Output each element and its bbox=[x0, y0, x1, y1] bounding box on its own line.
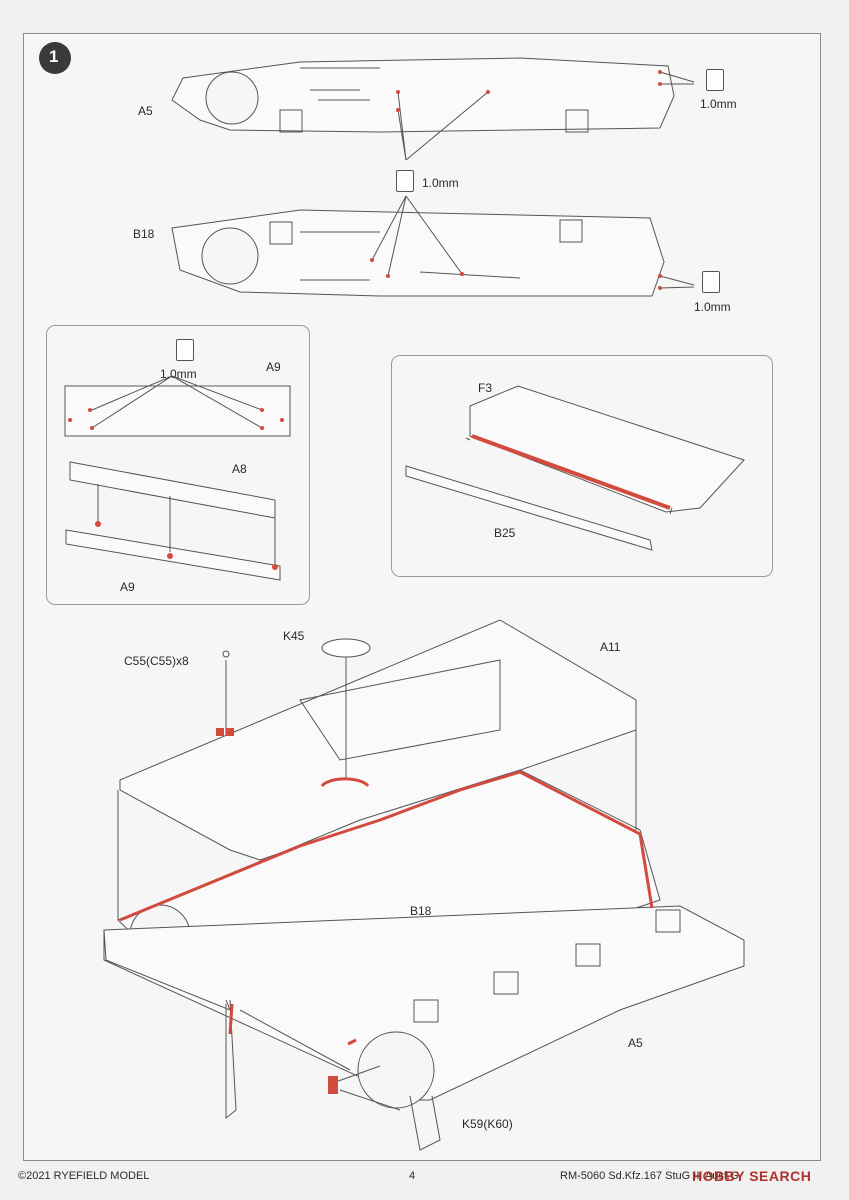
part-label-k45: K45 bbox=[283, 629, 305, 643]
kit-title: RM-5060 Sd.Kfz.167 StuG III Ausf.G bbox=[560, 1170, 739, 1182]
step-number: 1 bbox=[49, 47, 59, 66]
part-label-k59: K59(K60) bbox=[462, 1117, 513, 1131]
drill-icon bbox=[706, 69, 724, 91]
subassembly-panel-right bbox=[391, 355, 773, 577]
part-label-c55: C55(C55)x8 bbox=[124, 654, 189, 668]
part-label-a9: A9 bbox=[120, 580, 135, 594]
part-label-a9: A9 bbox=[266, 360, 281, 374]
copyright: ©2021 RYEFIELD MODEL bbox=[18, 1170, 150, 1182]
drill-icon bbox=[702, 271, 720, 293]
part-label-a5: A5 bbox=[138, 104, 153, 118]
brand-watermark: HOBBY SEARCH bbox=[692, 1168, 812, 1184]
drill-size-label: 1.0mm bbox=[700, 97, 737, 111]
page-number: 4 bbox=[409, 1170, 416, 1182]
part-label-a8: A8 bbox=[232, 462, 247, 476]
part-label-f3: F3 bbox=[478, 381, 493, 395]
drill-icon bbox=[396, 170, 414, 192]
drill-icon bbox=[176, 339, 194, 361]
drill-size-label: 1.0mm bbox=[694, 300, 731, 314]
part-label-a11: A11 bbox=[600, 640, 621, 654]
part-label-b25: B25 bbox=[494, 526, 516, 540]
part-label-b18: B18 bbox=[410, 904, 432, 918]
part-label-a5: A5 bbox=[628, 1036, 643, 1050]
part-label-b18: B18 bbox=[133, 227, 155, 241]
drill-size-label: 1.0mm bbox=[160, 367, 197, 381]
subassembly-panel-left bbox=[46, 325, 310, 605]
drill-size-label: 1.0mm bbox=[422, 176, 459, 190]
